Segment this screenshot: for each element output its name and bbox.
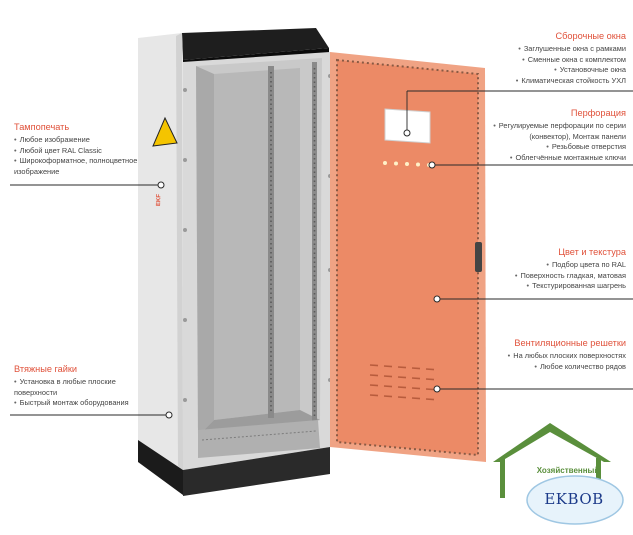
callout-rivet-nuts: Втяжные гайки Установка в любые плоские … — [14, 363, 139, 409]
printing-item: Широкоформатное, полноцветное изображени… — [14, 156, 139, 177]
cabinet-top — [182, 28, 329, 60]
watermark-brand-top: Хозяйственный — [536, 466, 600, 475]
watermark-name: EKBOB — [544, 490, 604, 508]
cabinet-label-brand: EKF — [156, 194, 163, 207]
callout-color-texture: Цвет и текстура Подбор цвета по RAL Пове… — [426, 246, 626, 292]
cabinet-interior-back — [214, 68, 300, 420]
perforation-item: (конвектор), Монтаж панели — [529, 131, 626, 141]
callout-nuts-heading: Втяжные гайки — [14, 364, 78, 374]
perforation-item: Регулируемые перфорации по серии — [426, 121, 626, 132]
cabinet-side — [138, 33, 183, 470]
vents-item: Любое количество рядов — [466, 362, 626, 373]
callout-ventilation: Вентиляционные решетки На любых плоских … — [466, 337, 626, 372]
callout-pad-printing: Тампопечать Любое изображение Любой цвет… — [14, 121, 139, 177]
callout-printing-heading: Тампопечать — [14, 122, 70, 132]
callout-color-heading: Цвет и текстура — [558, 247, 626, 257]
color-item: Поверхность гладкая, матовая — [426, 271, 626, 282]
perforation-item: Облегчённые монтажные ключи — [426, 153, 626, 164]
logo-house-wall — [500, 458, 505, 498]
assembly-item: Климатическая стойкость УХЛ — [426, 76, 626, 87]
cabinet-interior-left — [196, 66, 214, 436]
door-seal — [336, 58, 479, 457]
nuts-item: Установка в любые плоские поверхности — [14, 377, 139, 398]
perforation-item: Резьбовые отверстия — [426, 142, 626, 153]
nuts-item: Быстрый монтаж оборудования — [14, 398, 139, 409]
door-vent-grilles — [369, 364, 435, 401]
cabinet-gland-plate — [198, 420, 320, 458]
printing-item: Любое изображение — [14, 135, 139, 146]
callout-vents-heading: Вентиляционные решетки — [514, 338, 626, 348]
mounting-rail-right — [312, 62, 317, 422]
cabinet-plinth-front — [183, 447, 330, 496]
logo-cloud — [526, 475, 624, 525]
color-item: Подбор цвета по RAL — [426, 260, 626, 271]
callout-perforation: Перфорация Регулируемые перфорации по се… — [426, 107, 626, 163]
callout-assembly-windows: Сборочные окна Заглушенные окна с рамкам… — [426, 30, 626, 86]
assembly-item: Заглушенные окна с рамками — [426, 44, 626, 55]
callout-assembly-heading: Сборочные окна — [555, 31, 626, 41]
gland-grid — [201, 430, 317, 441]
logo-house-roof — [493, 423, 611, 462]
cabinet-side-shade — [176, 33, 183, 470]
mounting-rail-left — [268, 66, 274, 418]
callout-lines — [10, 90, 633, 416]
printing-item: Любой цвет RAL Classic — [14, 146, 139, 157]
watermark-logo — [493, 423, 624, 525]
assembly-item: Сменные окна с комплектом — [426, 55, 626, 66]
color-item: Текстурированная шагрень — [426, 281, 626, 292]
callout-dots — [157, 129, 441, 419]
vents-item: На любых плоских поверхностях — [466, 351, 626, 362]
logo-house-wall-right — [596, 458, 601, 480]
callout-perforation-heading: Перфорация — [570, 108, 626, 118]
assembly-item: Установочные окна — [426, 65, 626, 76]
door-window — [384, 108, 431, 144]
cabinet-plinth-side — [138, 440, 183, 495]
warning-sticker — [152, 116, 178, 147]
